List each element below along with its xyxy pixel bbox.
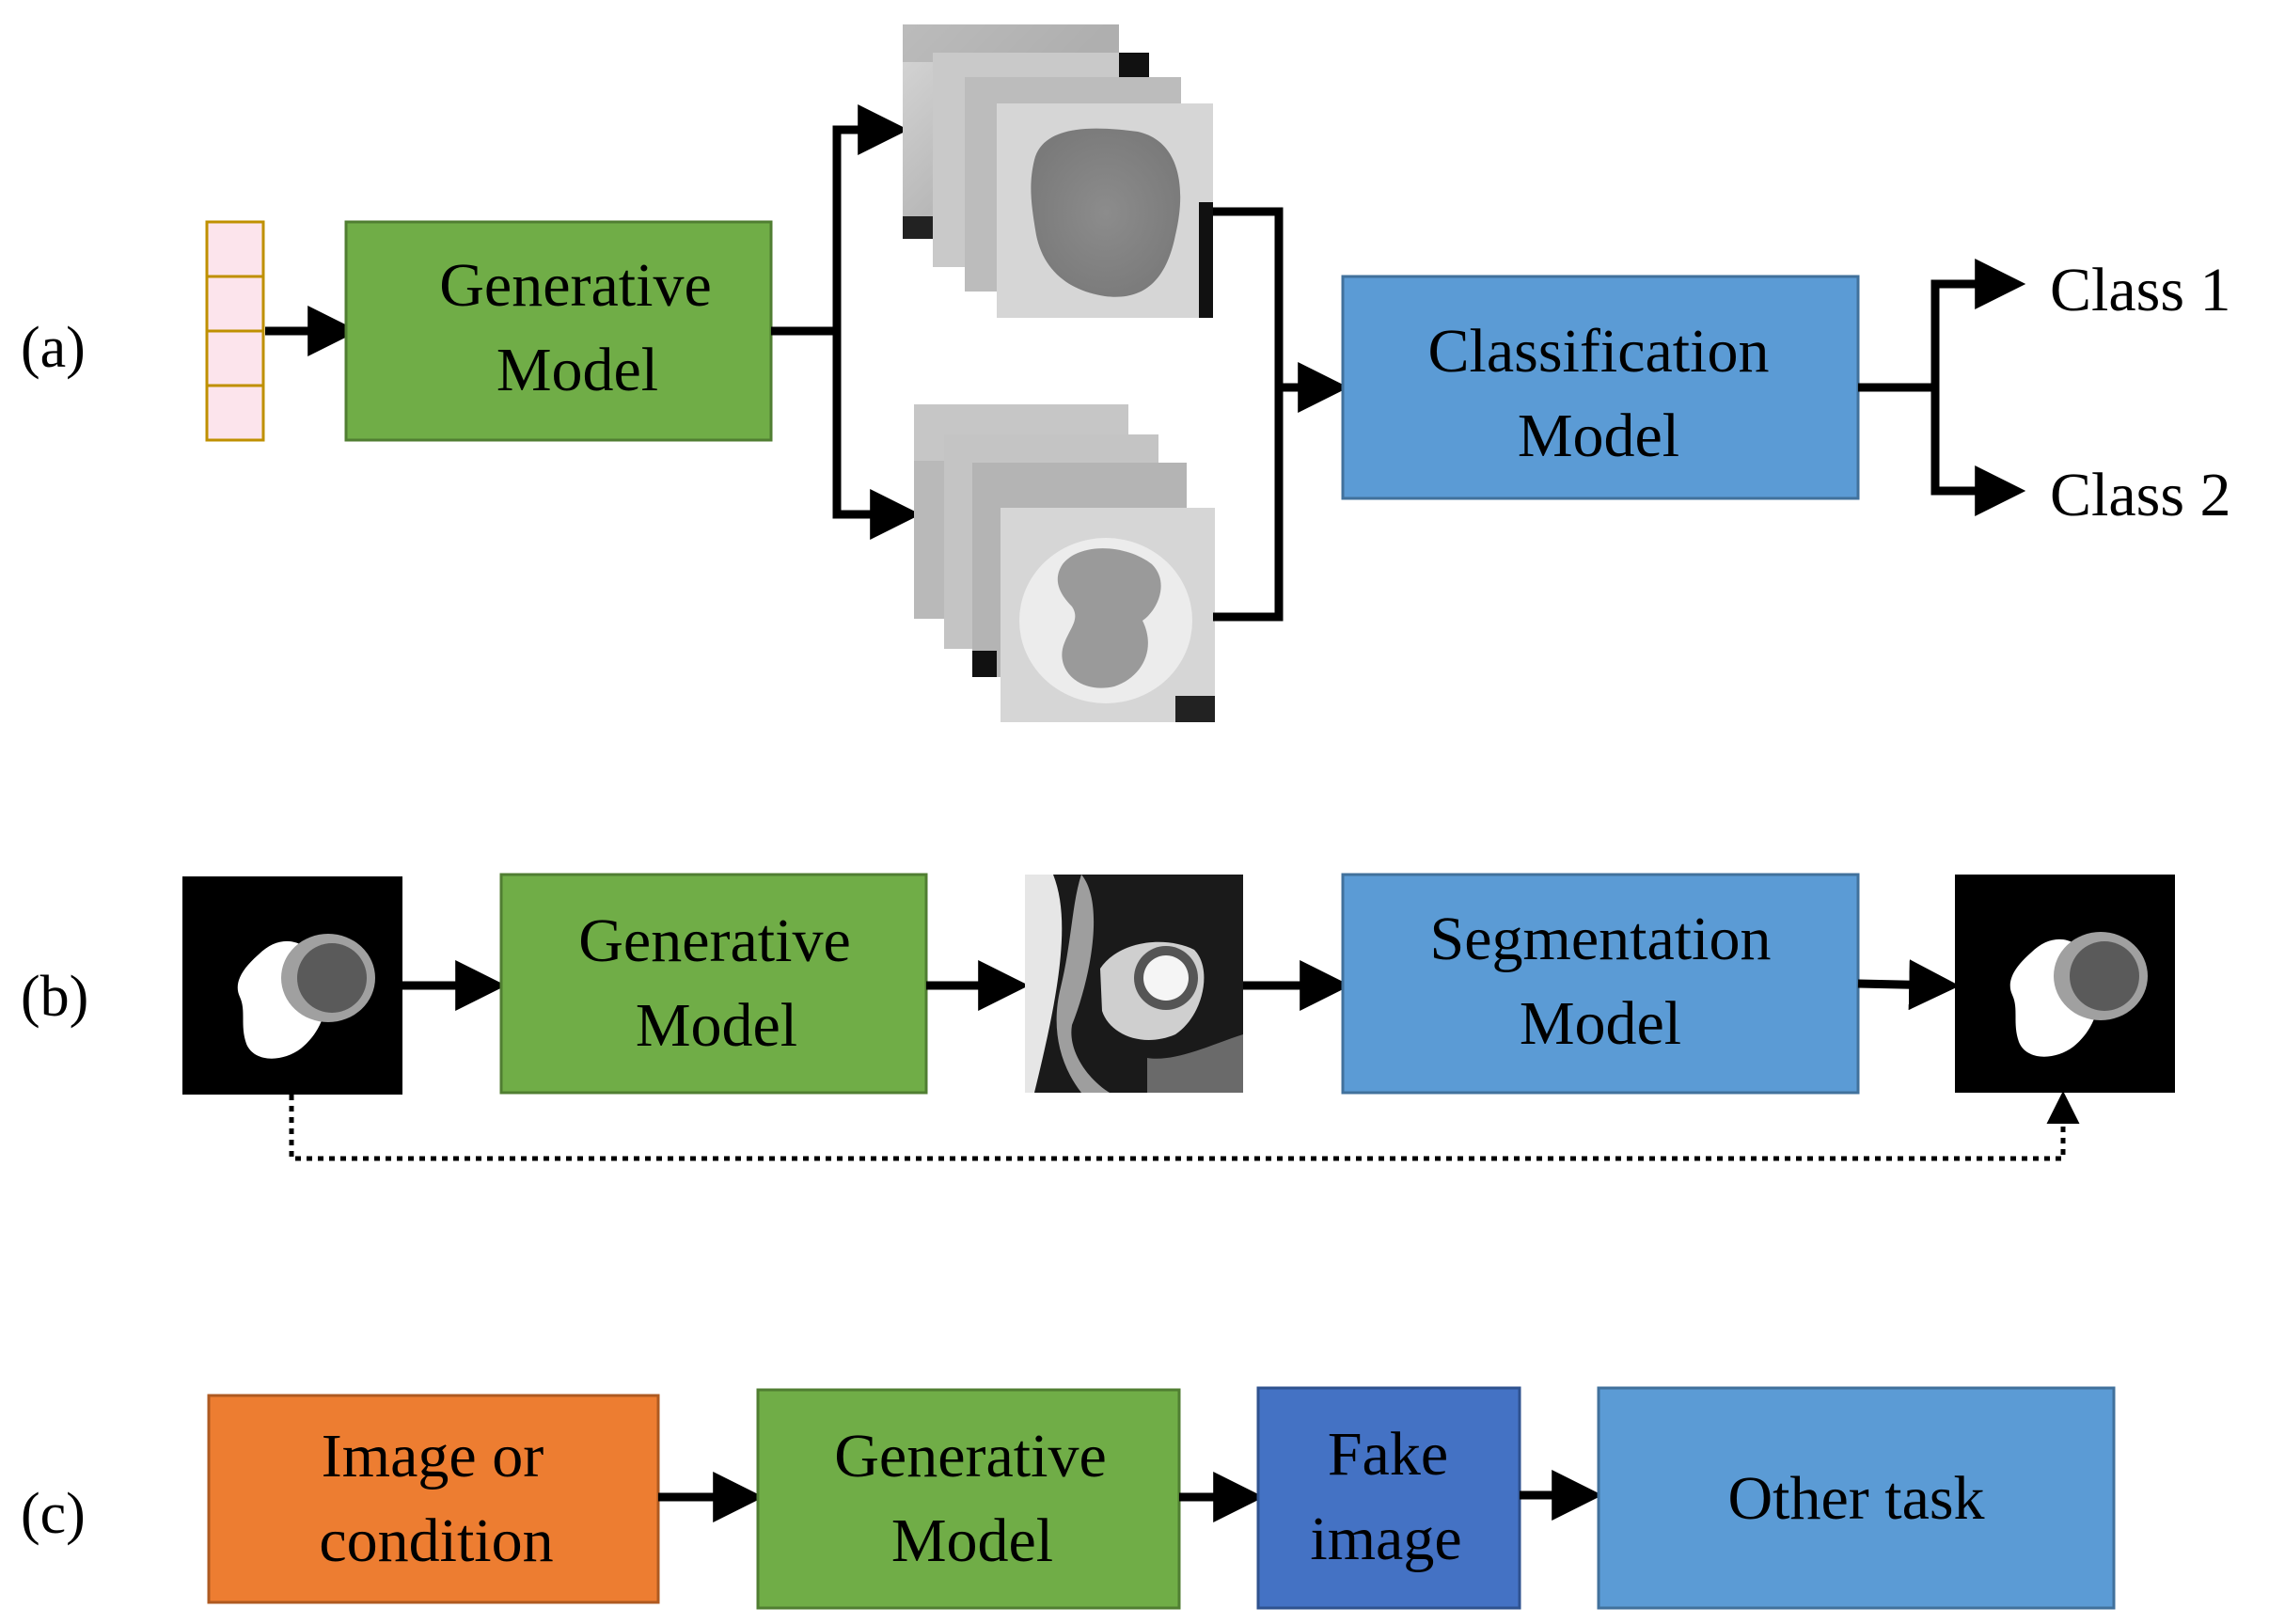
generative-model-a-line2: Model xyxy=(496,336,658,404)
split-connector-a xyxy=(771,104,922,540)
fake-image-line1: Fake xyxy=(1328,1420,1448,1489)
panel-a-label: (a) xyxy=(21,316,86,380)
image-or-condition-line1: Image or xyxy=(322,1422,544,1490)
fake-image-line2: image xyxy=(1310,1505,1461,1573)
generative-model-a-line1: Generative xyxy=(439,251,712,320)
merge-connector-a xyxy=(1213,207,1349,622)
generative-model-b-line2: Model xyxy=(636,991,797,1060)
dotted-comparison-connector xyxy=(289,1091,2080,1161)
panel-c-label: (c) xyxy=(21,1482,86,1546)
image-or-condition-box[interactable]: Image or condition xyxy=(207,1394,660,1604)
generative-model-box-c[interactable]: Generative Model xyxy=(756,1388,1181,1610)
class-split-connector xyxy=(1858,259,2026,516)
segmentation-model-box[interactable]: Segmentation Model xyxy=(1341,873,1860,1095)
class-2-label: Class 2 xyxy=(2050,461,2231,529)
generative-model-c-line2: Model xyxy=(891,1506,1053,1575)
output-segmentation-mask xyxy=(1955,875,2175,1093)
segmentation-model-line1: Segmentation xyxy=(1430,905,1772,973)
classification-model-line1: Classification xyxy=(1428,317,1770,386)
generated-image-stack-bottom xyxy=(914,404,1215,722)
generated-image-stack-top xyxy=(903,24,1213,318)
class-1-label: Class 1 xyxy=(2050,256,2231,324)
generative-model-c-line1: Generative xyxy=(834,1422,1107,1490)
latent-vector xyxy=(205,220,265,442)
generated-mri-image xyxy=(1025,875,1243,1093)
segmentation-model-line2: Model xyxy=(1520,989,1681,1058)
classification-model-box[interactable]: Classification Model xyxy=(1341,275,1860,500)
arrow-segmentation-to-output xyxy=(1857,959,1961,1011)
generative-model-box-b[interactable]: Generative Model xyxy=(499,873,928,1095)
generative-model-b-line1: Generative xyxy=(578,907,851,975)
other-task-box[interactable]: Other task xyxy=(1597,1386,2116,1610)
classification-model-line2: Model xyxy=(1518,402,1679,470)
fake-image-box[interactable]: Fake image xyxy=(1256,1386,1521,1610)
panel-b-label: (b) xyxy=(21,965,88,1029)
image-or-condition-line2: condition xyxy=(319,1506,553,1575)
input-segmentation-mask xyxy=(182,876,402,1095)
other-task-label: Other task xyxy=(1727,1464,1984,1533)
generative-model-box-a[interactable]: Generative Model xyxy=(344,220,773,442)
